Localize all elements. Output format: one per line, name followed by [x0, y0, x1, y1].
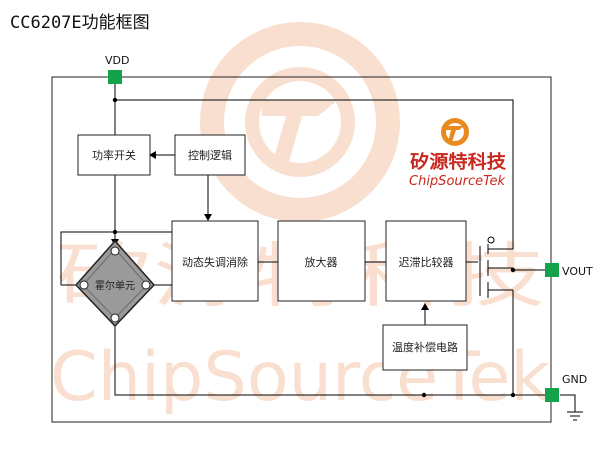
- pin-gnd: GND: [545, 373, 587, 402]
- block-hall-element: 霍尔单元: [74, 239, 156, 328]
- block-power-switch-label: 功率开关: [92, 148, 136, 162]
- block-hall-label: 霍尔单元: [95, 279, 135, 292]
- block-control-logic-label: 控制逻辑: [188, 148, 232, 162]
- brand-logo: 矽源特科技 ChipSourceTek: [409, 118, 507, 189]
- brand-logo-cn: 矽源特科技: [410, 151, 507, 173]
- block-amplifier-label: 放大器: [305, 255, 338, 269]
- pin-vdd: VDD: [105, 54, 129, 84]
- block-hysteresis-comparator-label: 迟滞比较器: [399, 255, 454, 269]
- block-dynamic-offset-label: 动态失调消除: [182, 255, 248, 269]
- watermark-logo-icon: [200, 22, 400, 222]
- wiring: [60, 77, 576, 412]
- block-control-logic: 控制逻辑: [174, 134, 246, 176]
- block-dynamic-offset: 动态失调消除: [171, 220, 259, 302]
- block-amplifier: 放大器: [277, 220, 366, 302]
- ground-icon: [567, 411, 583, 421]
- chip-boundary: [51, 76, 552, 423]
- junction-dots: [112, 97, 516, 398]
- brand-logo-icon: [441, 118, 469, 146]
- watermark-en-text: ChipSourceTek: [50, 338, 551, 417]
- pin-vout: VOUT: [545, 263, 593, 278]
- brand-logo-en: ChipSourceTek: [409, 174, 505, 189]
- pin-vdd-label: VDD: [105, 54, 129, 67]
- block-temp-compensation: 温度补偿电路: [382, 324, 468, 371]
- diagram-title: CC6207E功能框图: [10, 13, 150, 33]
- pin-vout-label: VOUT: [562, 265, 593, 278]
- block-temp-compensation-label: 温度补偿电路: [392, 340, 458, 354]
- block-power-switch: 功率开关: [77, 134, 151, 176]
- pin-gnd-label: GND: [562, 373, 587, 386]
- output-transistor-icon: [479, 222, 514, 298]
- block-hysteresis-comparator: 迟滞比较器: [385, 220, 467, 302]
